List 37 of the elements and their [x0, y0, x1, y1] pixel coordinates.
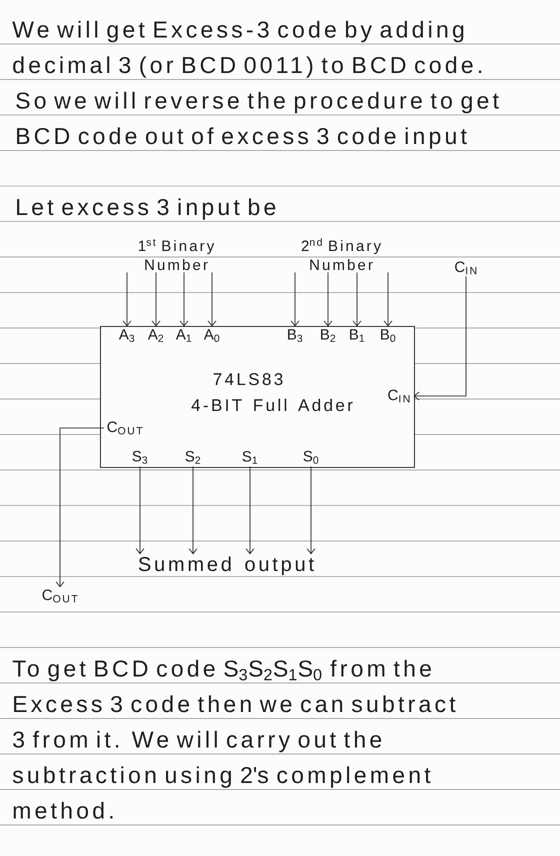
arrow	[180, 272, 188, 326]
arrow	[306, 466, 316, 554]
pin-label: B$_{3}$	[288, 329, 302, 342]
arrow	[290, 272, 300, 326]
arrow	[384, 272, 392, 326]
arrow	[324, 272, 332, 326]
arrow	[188, 466, 198, 554]
arrow	[208, 272, 216, 326]
pin-label: S$_{3}$	[132, 450, 148, 464]
input-label: 2$^{nd}$ Binary Number	[302, 238, 381, 270]
note-text: To get BCD code S$_{3}$S$_{2}$S$_{1}$S$_{0}$ from the Excess 3 code then we can subtract 3 from it. We will carry out the subtraction using 2's complement method.	[12, 660, 456, 819]
note-text: Let excess 3 input be	[17, 198, 276, 220]
pin-label: B$_{2}$	[321, 329, 336, 342]
arrow	[414, 276, 466, 400]
arrow	[56, 428, 104, 588]
note-text: So we will reverse the procedure to get BCD code out of excess 3 code input	[16, 92, 499, 149]
pin-label: S$_{1}$	[242, 451, 258, 464]
pin-label: B$_{0}$	[381, 329, 396, 342]
arrow	[122, 272, 132, 326]
pin-label: A$_{1}$	[176, 329, 192, 342]
pin-label: C$_{IN}$	[388, 390, 410, 402]
arrow	[152, 272, 160, 326]
pin-label: S$_{2}$	[186, 450, 200, 464]
pin-label: A$_{2}$	[148, 329, 164, 342]
output-label: Summed output	[138, 556, 314, 576]
input-label: 1$^{st}$ Binary Number	[138, 239, 214, 270]
pin-label: A$_{3}$	[118, 329, 134, 342]
pin-label: B$_{1}$	[350, 329, 364, 342]
pin-label: A$_{0}$	[204, 329, 220, 342]
signal-label: C$_{IN}$	[455, 262, 476, 274]
arrow	[352, 272, 362, 326]
pin-label: S$_{0}$	[304, 450, 318, 464]
arrow	[246, 466, 254, 554]
signal-label: C$_{OUT}$	[42, 590, 78, 602]
pin-label: C$_{OUT}$	[107, 422, 142, 434]
note-text: We will get Excess-3 code by adding decimal 3 (or BCD 0011) to BCD code.	[12, 20, 482, 78]
arrow	[136, 466, 144, 554]
